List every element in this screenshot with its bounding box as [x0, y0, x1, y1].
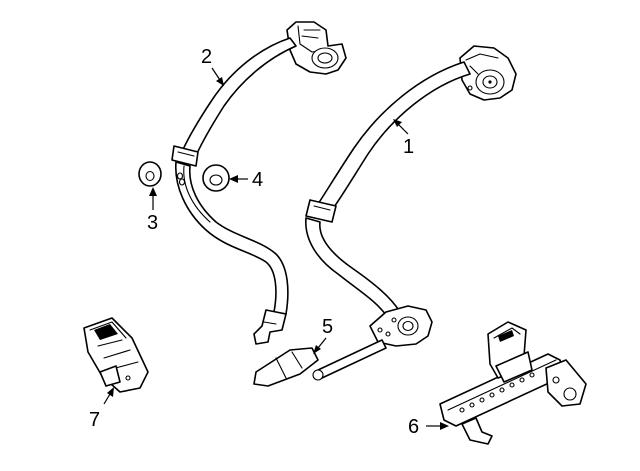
callout-2-label: 2	[201, 46, 212, 68]
part-4-grommet	[202, 164, 230, 192]
callout-1: 1	[393, 119, 414, 158]
part-1-front-seat-belt	[305, 45, 517, 381]
part-7-buckle	[83, 317, 149, 393]
callout-7-label: 7	[89, 409, 100, 431]
callout-5: 5	[313, 316, 333, 354]
part-3-grommet	[138, 161, 162, 187]
callout-6: 6	[408, 416, 449, 438]
part-5-buckle-end	[253, 347, 319, 387]
callout-4-label: 4	[252, 169, 263, 191]
callout-4: 4	[229, 169, 263, 191]
callout-6-label: 6	[408, 416, 419, 438]
callout-1-label: 1	[403, 136, 414, 158]
part-2-rear-seat-belt	[171, 21, 347, 345]
callout-3: 3	[147, 187, 158, 234]
callout-7: 7	[89, 387, 114, 431]
part-6-buckle-and-bracket	[439, 321, 587, 445]
callout-2: 2	[201, 46, 224, 86]
callout-3-label: 3	[147, 212, 158, 234]
callout-5-label: 5	[322, 316, 333, 338]
